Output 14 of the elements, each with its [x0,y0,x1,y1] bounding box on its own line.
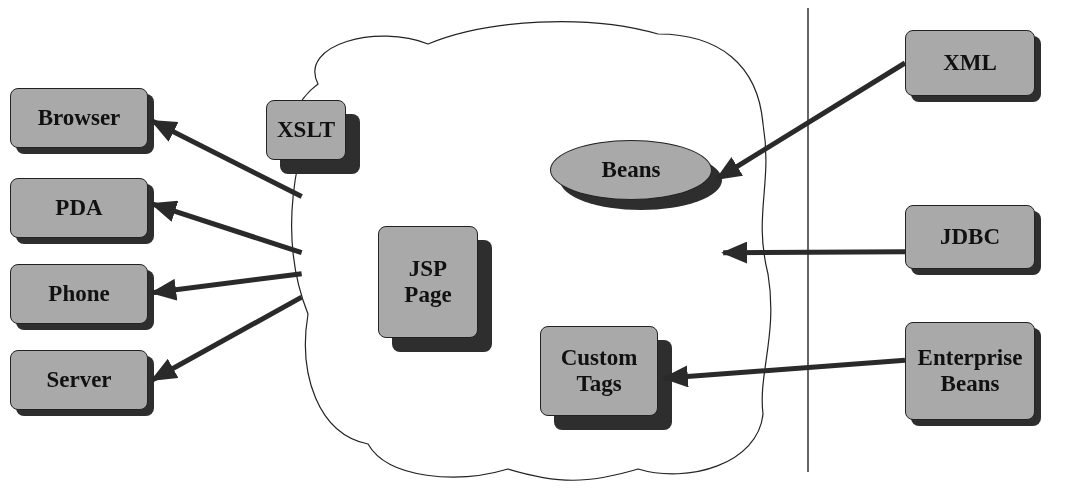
node-label: Custom Tags [559,344,639,398]
node-label: PDA [54,194,104,222]
node-label: Enterprise Beans [916,344,1024,398]
node-label: XML [942,49,998,77]
node-label: XSLT [276,116,336,144]
node-label: JDBC [938,223,1002,251]
node-label: Phone [47,280,111,308]
node-label: Browser [36,104,122,132]
arrow [721,241,905,264]
arrow [150,271,302,301]
node-label: JSP Page [403,255,453,309]
node-label: Beans [600,156,662,184]
node-label: Server [45,366,113,394]
arrow [715,60,907,182]
